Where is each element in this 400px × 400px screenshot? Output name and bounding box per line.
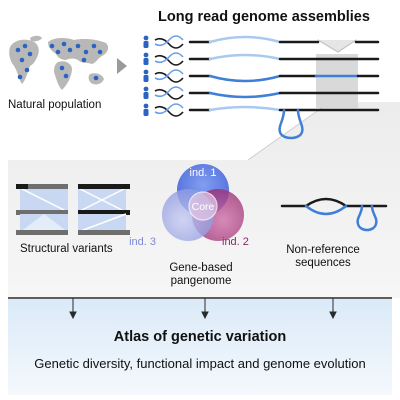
venn-ind3-label: ind. 3 xyxy=(129,236,156,248)
venn-ind1-label: ind. 1 xyxy=(190,167,217,179)
venn-ind2-label: ind. 2 xyxy=(222,236,249,248)
zoom-panel-edge xyxy=(247,101,331,161)
person-icon xyxy=(143,35,149,48)
label-natural-population: Natural population xyxy=(8,99,102,111)
person-icon xyxy=(143,52,149,65)
variant-block xyxy=(316,54,358,108)
label-gene-based-pangenome: Gene-based pangenome xyxy=(169,262,233,287)
subtitle-atlas: Genetic diversity, functional impact and… xyxy=(34,356,366,371)
person-icon xyxy=(143,103,149,116)
arrow-icon xyxy=(117,58,127,74)
genome-assemblies xyxy=(188,35,380,140)
population-dots xyxy=(15,41,103,81)
person-icon xyxy=(143,86,149,99)
down-arrows xyxy=(69,298,337,320)
non-reference-icon xyxy=(280,197,388,232)
pangenome-venn: ind. 1 Core ind. 3 ind. 2 xyxy=(129,164,249,248)
venn-core-label: Core xyxy=(192,201,215,213)
structural-variants-icon xyxy=(16,184,130,235)
title-long-read-assemblies: Long read genome assemblies xyxy=(158,9,370,25)
label-non-reference-sequences: Non-reference sequences xyxy=(286,244,360,269)
individuals-icons xyxy=(143,35,149,116)
venn-core xyxy=(188,191,218,221)
title-atlas: Atlas of genetic variation xyxy=(113,329,287,345)
label-structural-variants: Structural variants xyxy=(20,243,113,255)
dna-icons xyxy=(154,35,184,117)
person-icon xyxy=(143,69,149,82)
